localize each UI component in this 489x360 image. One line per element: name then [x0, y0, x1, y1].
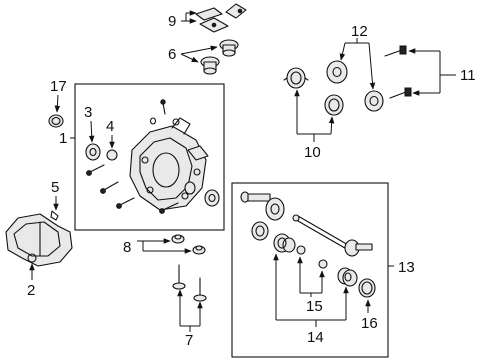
- callout-10: 10: [304, 144, 321, 161]
- callout-8: 8: [123, 239, 131, 256]
- callout-3: 3: [84, 104, 92, 121]
- cv-boot-icon[interactable]: [251, 221, 376, 298]
- seal-icon[interactable]: [48, 114, 64, 128]
- axle-group-frame: [231, 182, 389, 358]
- callout-4: 4: [106, 118, 114, 135]
- callout-7: 7: [185, 332, 193, 349]
- bushing-icon[interactable]: [184, 181, 220, 207]
- callout-1: 1: [59, 130, 67, 147]
- bushing-icon[interactable]: [283, 60, 384, 116]
- callout-2: 2: [27, 282, 35, 299]
- callout-12: 12: [351, 23, 368, 40]
- stud-part-7[interactable]: [172, 264, 207, 302]
- bolt-icon[interactable]: [149, 99, 166, 125]
- bushing-icon[interactable]: [200, 39, 239, 75]
- plug-part-4[interactable]: [106, 149, 118, 161]
- clip-part-5[interactable]: [50, 210, 59, 221]
- callout-11: 11: [460, 67, 476, 84]
- bearing-part-3[interactable]: [85, 143, 101, 161]
- callout-14: 14: [307, 329, 324, 346]
- callout-17: 17: [50, 78, 67, 95]
- differential-housing-icon[interactable]: [129, 117, 209, 211]
- callout-15: 15: [306, 298, 323, 315]
- axle-shaft-icon[interactable]: [240, 191, 373, 257]
- bolt-icon[interactable]: [384, 45, 412, 99]
- callout-5: 5: [51, 179, 59, 196]
- housing-group-frame: [74, 83, 225, 231]
- bolt-icon[interactable]: [86, 164, 179, 214]
- callout-13: 13: [398, 259, 415, 276]
- callout-9: 9: [168, 13, 176, 30]
- mount-bracket-icon[interactable]: [5, 213, 73, 267]
- callout-16: 16: [361, 315, 378, 332]
- callout-6: 6: [168, 46, 176, 63]
- nut-part-8[interactable]: [171, 234, 206, 255]
- bracket-clip-part[interactable]: [195, 3, 247, 33]
